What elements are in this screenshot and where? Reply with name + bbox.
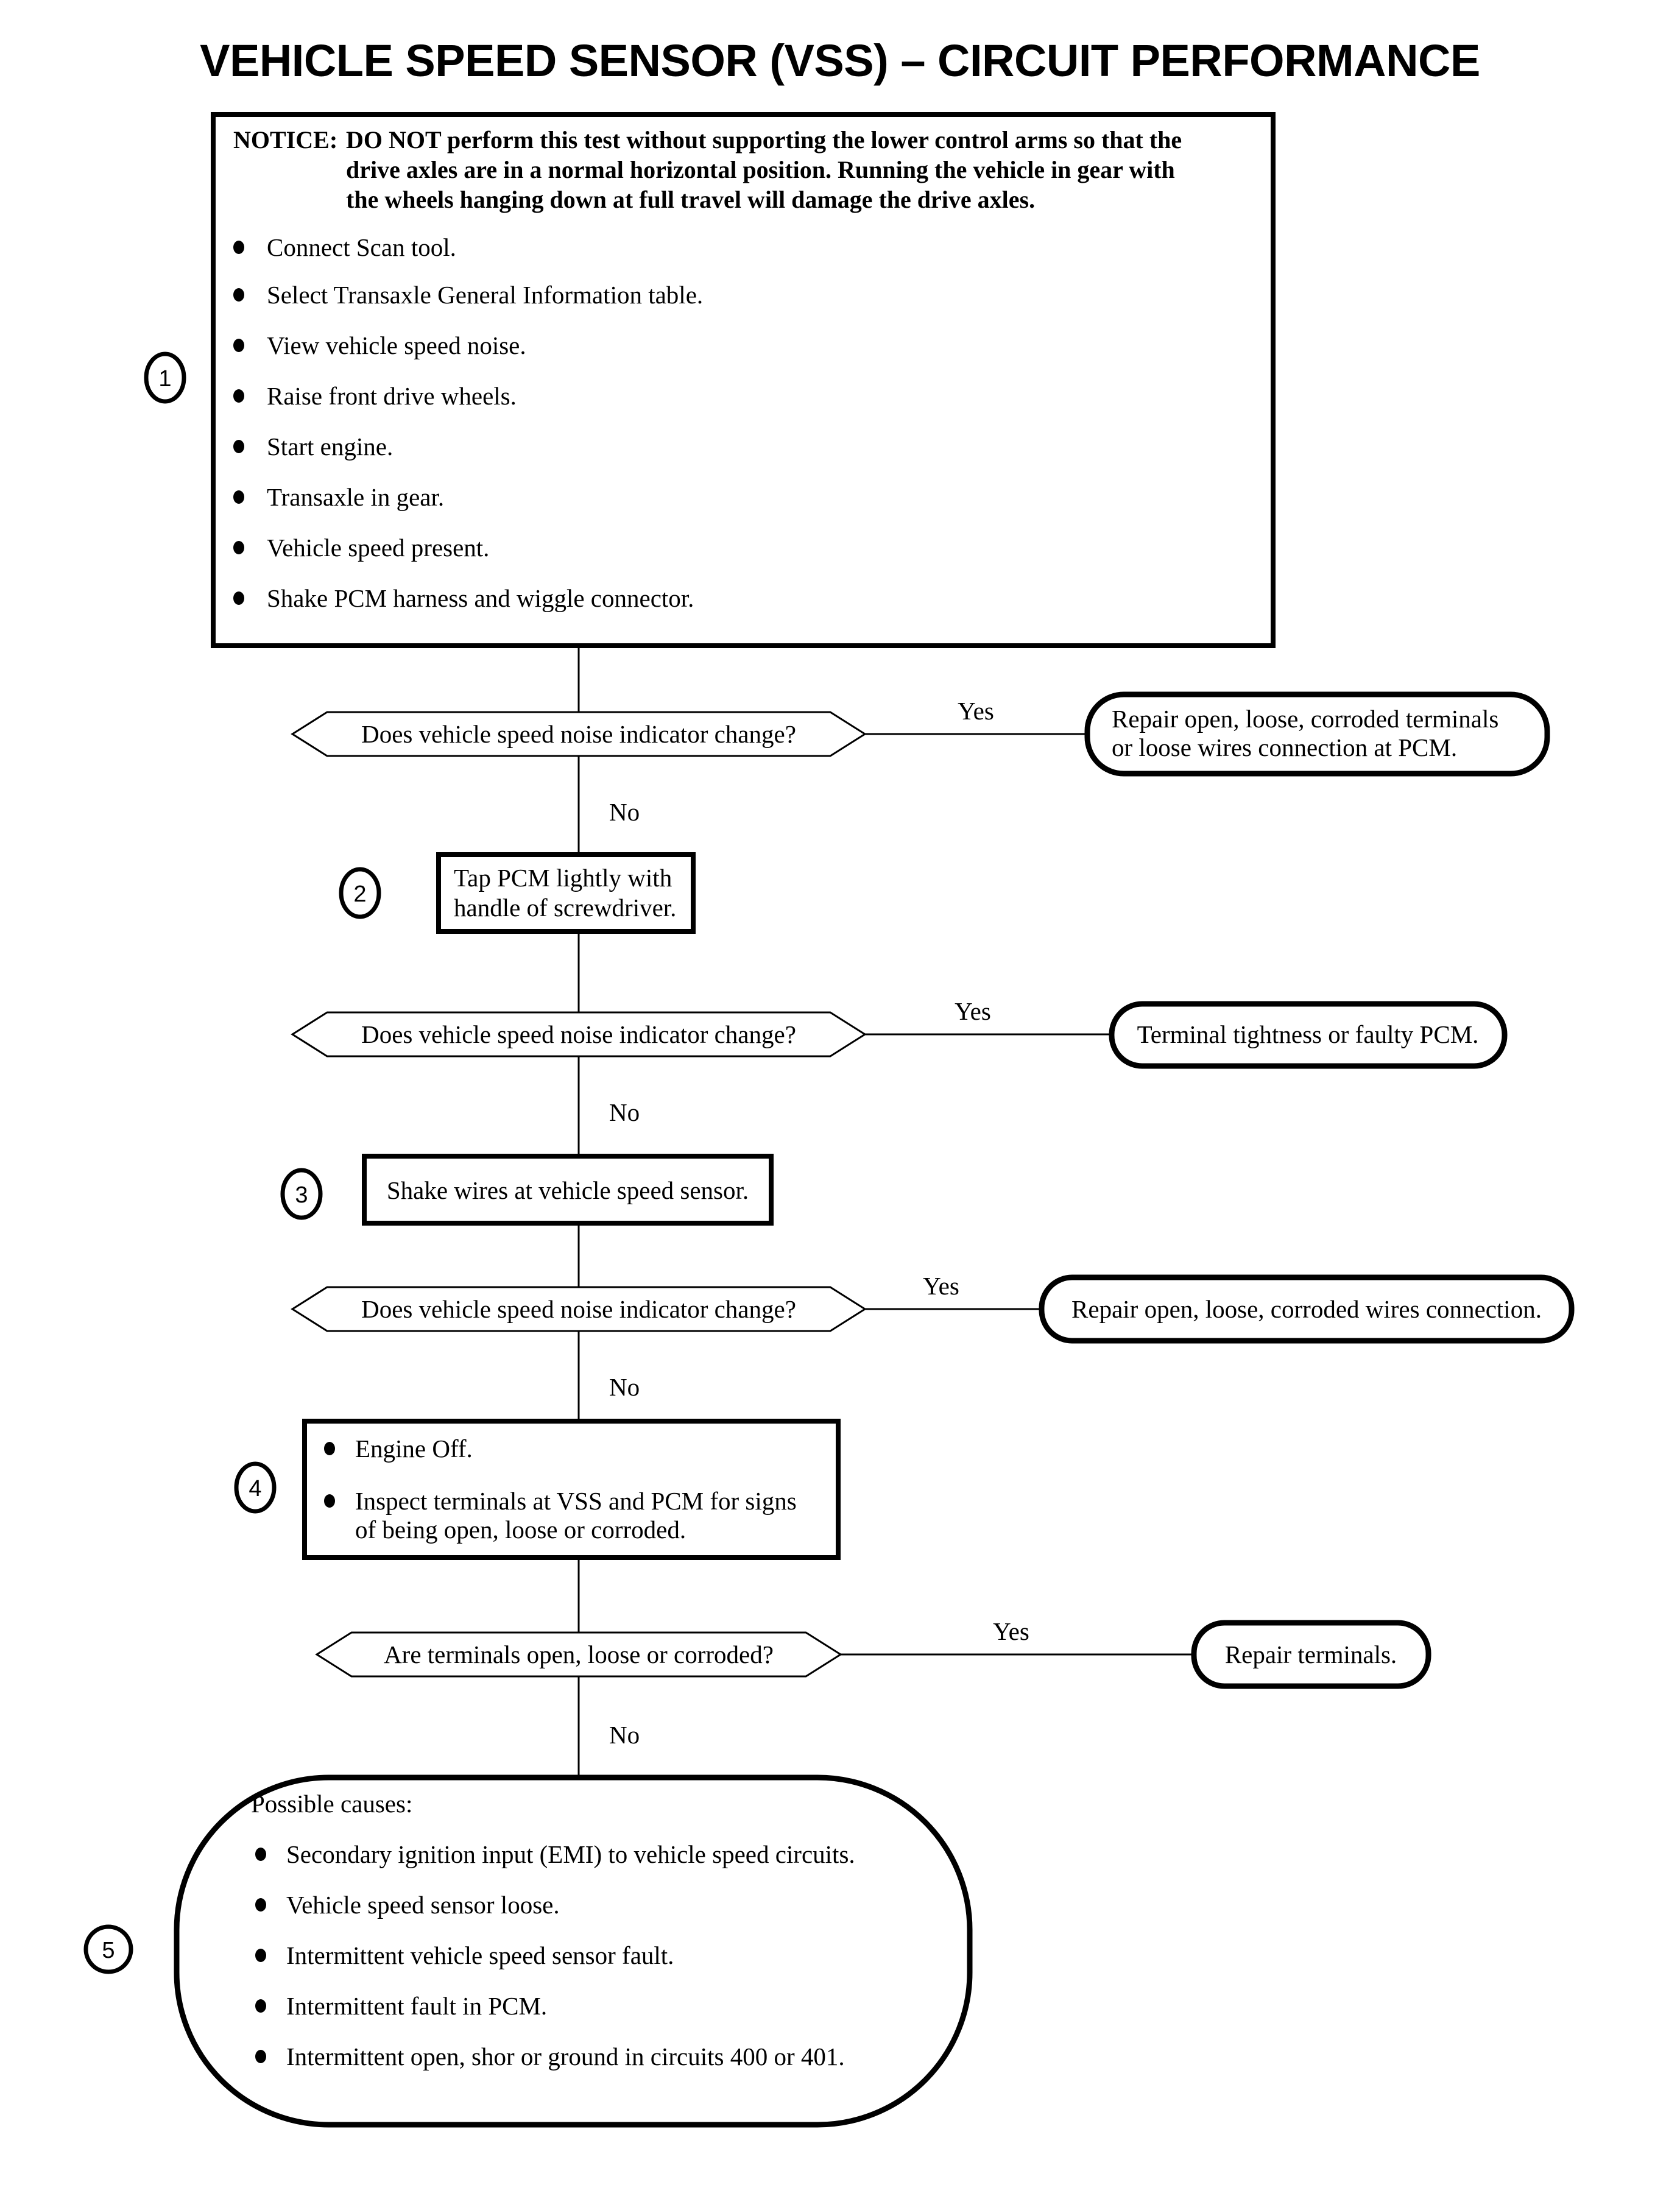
decision-2-yes-label: Yes bbox=[955, 997, 991, 1025]
notice-label: NOTICE: bbox=[233, 126, 337, 154]
decision-2-yes-result-line-1: Terminal tightness or faulty PCM. bbox=[1137, 1020, 1479, 1048]
bullet-icon bbox=[255, 1949, 266, 1962]
notice-line-3: the wheels hanging down at full travel w… bbox=[346, 186, 1035, 213]
bullet-icon bbox=[324, 1442, 335, 1455]
step-marker-4-label: 4 bbox=[249, 1476, 261, 1502]
step-2-line-1: Tap PCM lightly with bbox=[454, 864, 672, 892]
decision-2-no-label: No bbox=[609, 1098, 640, 1126]
step-1-bullet-5: Start engine. bbox=[267, 432, 393, 461]
step-4-bullet-2-line-1: Inspect terminals at VSS and PCM for sig… bbox=[355, 1487, 797, 1515]
step-5-possible-causes-box bbox=[174, 1774, 973, 2128]
step-marker-2-label: 2 bbox=[353, 881, 366, 907]
step-5-bullet-1: Secondary ignition input (EMI) to vehicl… bbox=[286, 1840, 855, 1868]
step-marker-5-label: 5 bbox=[102, 1938, 115, 1963]
step-4-bullet-2-line-2: of being open, loose or corroded. bbox=[355, 1516, 686, 1544]
decision-3-yes-label: Yes bbox=[923, 1272, 959, 1300]
bullet-icon bbox=[233, 389, 244, 403]
step-5-bullet-3: Intermittent vehicle speed sensor fault. bbox=[286, 1941, 674, 1969]
bullet-icon bbox=[255, 1848, 266, 1861]
decision-3-yes-result-line-1: Repair open, loose, corroded wires conne… bbox=[1071, 1295, 1542, 1323]
step-3-line-1: Shake wires at vehicle speed sensor. bbox=[387, 1176, 749, 1204]
step-marker-4-circle bbox=[234, 1461, 277, 1514]
decision-1-no-label: No bbox=[609, 798, 640, 826]
step-1-bullet-6: Transaxle in gear. bbox=[267, 483, 444, 511]
step-4-bullet-1-line-1: Engine Off. bbox=[355, 1435, 473, 1463]
step-5-bullet-2: Vehicle speed sensor loose. bbox=[286, 1891, 560, 1919]
page-title: VEHICLE SPEED SENSOR (VSS) – CIRCUIT PER… bbox=[200, 35, 1480, 86]
step-5-bullet-5: Intermittent open, shor or ground in cir… bbox=[286, 2042, 845, 2071]
decision-4-yes-label: Yes bbox=[993, 1617, 1029, 1645]
notice-line-1: DO NOT perform this test without support… bbox=[346, 126, 1182, 154]
notice-line-2: drive axles are in a normal horizontal p… bbox=[346, 156, 1175, 183]
bullet-icon bbox=[255, 2050, 266, 2063]
bullet-icon bbox=[255, 1999, 266, 2013]
decision-3-no-label: No bbox=[609, 1373, 640, 1401]
decision-1-yes-result-box bbox=[1084, 691, 1550, 777]
step-1-bullet-3: View vehicle speed noise. bbox=[267, 331, 526, 359]
decision-1-question: Does vehicle speed noise indicator chang… bbox=[361, 720, 796, 748]
bullet-icon bbox=[233, 288, 244, 302]
decision-1-yes-label: Yes bbox=[958, 697, 994, 725]
bullet-icon bbox=[233, 591, 244, 605]
bullet-icon bbox=[233, 241, 244, 254]
decision-1-yes-result-line-2: or loose wires connection at PCM. bbox=[1112, 733, 1457, 761]
step-marker-2-circle bbox=[339, 867, 381, 919]
bullet-icon bbox=[233, 339, 244, 352]
step-marker-1-label: 1 bbox=[158, 366, 171, 392]
bullet-icon bbox=[324, 1494, 335, 1508]
step-4-box bbox=[302, 1419, 841, 1560]
step-1-bullet-4: Raise front drive wheels. bbox=[267, 382, 517, 410]
step-1-bullet-8: Shake PCM harness and wiggle connector. bbox=[267, 584, 694, 612]
decision-3-question: Does vehicle speed noise indicator chang… bbox=[361, 1295, 796, 1323]
bullet-icon bbox=[233, 541, 244, 554]
bullet-icon bbox=[233, 440, 244, 453]
step-2-box bbox=[436, 852, 696, 934]
decision-2-yes-result-box bbox=[1109, 1001, 1508, 1069]
step-marker-3-circle bbox=[280, 1168, 323, 1220]
step-1-bullet-2: Select Transaxle General Information tab… bbox=[267, 281, 703, 309]
decision-4-yes-result-line-1: Repair terminals. bbox=[1225, 1640, 1397, 1668]
step-2-line-2: handle of screwdriver. bbox=[454, 894, 676, 922]
step-marker-5-circle bbox=[83, 1924, 133, 1974]
decision-3-yes-result-box bbox=[1039, 1274, 1575, 1344]
step-5-heading: Possible causes: bbox=[251, 1790, 412, 1818]
step-1-box bbox=[211, 112, 1276, 648]
step-1-bullet-7: Vehicle speed present. bbox=[267, 534, 489, 562]
step-5-bullet-4: Intermittent fault in PCM. bbox=[286, 1992, 547, 2020]
decision-1-yes-result-line-1: Repair open, loose, corroded terminals bbox=[1112, 705, 1498, 733]
decision-2-question: Does vehicle speed noise indicator chang… bbox=[361, 1020, 796, 1048]
step-marker-3-label: 3 bbox=[295, 1182, 308, 1208]
bullet-icon bbox=[255, 1898, 266, 1912]
decision-4-yes-result-box bbox=[1191, 1620, 1431, 1689]
step-3-box bbox=[362, 1154, 774, 1226]
decision-4-no-label: No bbox=[609, 1721, 640, 1749]
bullet-icon bbox=[233, 490, 244, 504]
step-1-bullet-1: Connect Scan tool. bbox=[267, 233, 456, 261]
step-marker-1-circle bbox=[144, 351, 186, 404]
decision-4-question: Are terminals open, loose or corroded? bbox=[384, 1640, 774, 1668]
